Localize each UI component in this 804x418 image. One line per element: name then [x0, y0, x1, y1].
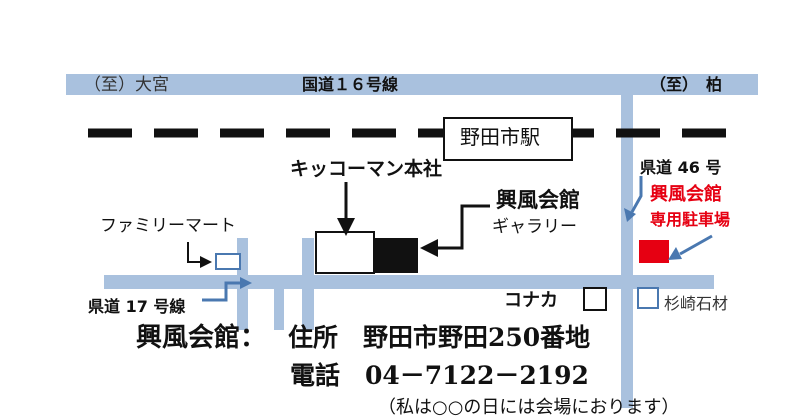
- kofukaikan-arrow: [420, 204, 490, 257]
- kikkoman-building: [315, 231, 375, 274]
- station-label: 野田市駅: [460, 125, 540, 149]
- parking-marker: [639, 240, 669, 263]
- kikkoman-arrow: [337, 182, 355, 236]
- sugisaki-label: 杉崎石材: [664, 294, 729, 313]
- note-line: （私は○○の日には会場におります）: [378, 397, 680, 418]
- prefectural-17-label: 県道 17 号線: [88, 297, 186, 316]
- konaka-label: コナカ: [504, 290, 558, 311]
- parking-title: 興風会館: [650, 184, 722, 205]
- venue-name: 興風会館：: [136, 323, 267, 353]
- phone-line: 電話 04－7122－2192: [290, 361, 589, 390]
- route-46-arrow: [624, 176, 643, 222]
- parking-arrow: [668, 234, 713, 260]
- familymart-marker: [215, 253, 241, 270]
- prefectural-46-label: 県道 46 号: [640, 158, 722, 177]
- konaka-marker: [583, 287, 607, 311]
- station-box: [443, 117, 573, 161]
- kofukaikan-building: [374, 238, 418, 273]
- kikkoman-label: キッコーマン本社: [290, 158, 443, 180]
- address-line: 住所 野田市野田250番地: [288, 323, 591, 352]
- east-destination-label: （至） 柏: [650, 75, 723, 94]
- access-map: [66, 74, 758, 408]
- national-route-16: [66, 74, 758, 95]
- route-17-arrow: [202, 277, 252, 302]
- bottom-road: [104, 275, 714, 289]
- side-street-2: [274, 289, 284, 330]
- gallery-label: ギャラリー: [492, 217, 577, 237]
- west-destination-label: （至）大宮: [84, 75, 169, 95]
- sugisaki-marker: [637, 287, 659, 309]
- kofukaikan-label: 興風会館: [496, 188, 580, 212]
- parking-subtitle: 専用駐車場: [650, 210, 731, 229]
- familymart-arrow: [187, 242, 212, 268]
- familymart-label: ファミリーマート: [100, 216, 236, 236]
- prefectural-route-46-road: [621, 95, 633, 408]
- national-route-16-label: 国道１６号線: [302, 75, 399, 94]
- side-street-3: [302, 238, 314, 330]
